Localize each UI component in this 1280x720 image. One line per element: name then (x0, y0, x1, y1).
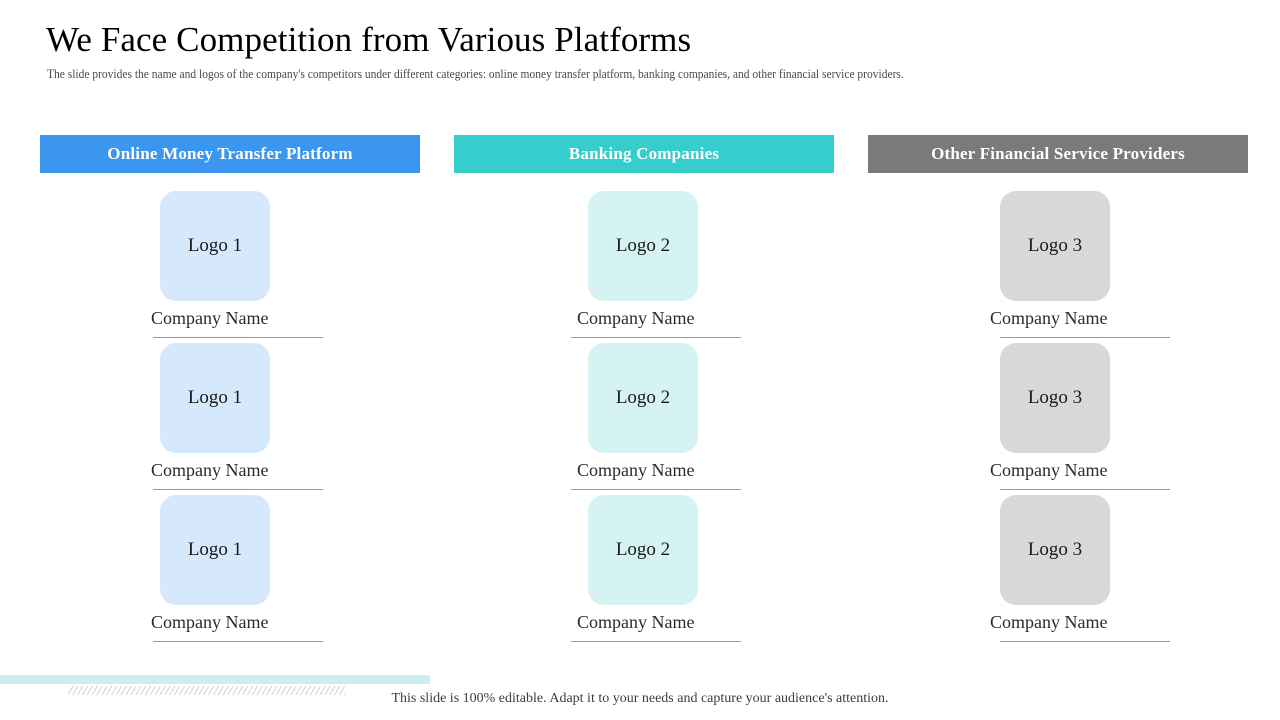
logo-placeholder[interactable]: Logo 2 (588, 191, 698, 301)
company-name-label: Company Name (151, 460, 269, 480)
logo-placeholder[interactable]: Logo 1 (160, 191, 270, 301)
column-header-0: Online Money Transfer Platform (40, 135, 420, 173)
page-title: We Face Competition from Various Platfor… (46, 20, 692, 59)
divider (1000, 489, 1170, 490)
list-item[interactable]: Logo 3 Company Name (868, 191, 1248, 343)
list-item[interactable]: Logo 2 Company Name (454, 343, 834, 495)
company-name-label: Company Name (990, 612, 1108, 632)
divider (571, 337, 741, 338)
category-column-online-money-transfer: Online Money Transfer Platform Logo 1 Co… (40, 135, 420, 647)
company-name-label: Company Name (577, 460, 695, 480)
category-column-banking-companies: Banking Companies Logo 2 Company Name Lo… (454, 135, 834, 647)
company-name-label: Company Name (990, 308, 1108, 328)
list-item[interactable]: Logo 3 Company Name (868, 495, 1248, 647)
column-body-0: Logo 1 Company Name Logo 1 Company Name … (40, 191, 420, 647)
divider (1000, 641, 1170, 642)
list-item[interactable]: Logo 1 Company Name (40, 495, 420, 647)
divider (571, 641, 741, 642)
list-item[interactable]: Logo 2 Company Name (454, 495, 834, 647)
column-body-1: Logo 2 Company Name Logo 2 Company Name … (454, 191, 834, 647)
logo-placeholder[interactable]: Logo 1 (160, 343, 270, 453)
company-name-label: Company Name (990, 460, 1108, 480)
list-item[interactable]: Logo 3 Company Name (868, 343, 1248, 495)
divider (1000, 337, 1170, 338)
category-column-other-financial-service-providers: Other Financial Service Providers Logo 3… (868, 135, 1248, 647)
logo-placeholder[interactable]: Logo 3 (1000, 495, 1110, 605)
logo-placeholder[interactable]: Logo 2 (588, 495, 698, 605)
divider (153, 489, 323, 490)
logo-placeholder[interactable]: Logo 1 (160, 495, 270, 605)
company-name-label: Company Name (151, 612, 269, 632)
page-subtitle: The slide provides the name and logos of… (47, 67, 904, 81)
column-header-2: Other Financial Service Providers (868, 135, 1248, 173)
column-body-2: Logo 3 Company Name Logo 3 Company Name … (868, 191, 1248, 647)
divider (153, 337, 323, 338)
company-name-label: Company Name (151, 308, 269, 328)
logo-placeholder[interactable]: Logo 3 (1000, 191, 1110, 301)
divider (571, 489, 741, 490)
footer-note: This slide is 100% editable. Adapt it to… (391, 691, 889, 706)
decorative-accent-bar (0, 675, 430, 684)
list-item[interactable]: Logo 1 Company Name (40, 343, 420, 495)
logo-placeholder[interactable]: Logo 2 (588, 343, 698, 453)
decorative-hatch-band (68, 686, 345, 695)
company-name-label: Company Name (577, 308, 695, 328)
list-item[interactable]: Logo 1 Company Name (40, 191, 420, 343)
logo-placeholder[interactable]: Logo 3 (1000, 343, 1110, 453)
company-name-label: Company Name (577, 612, 695, 632)
divider (153, 641, 323, 642)
column-header-1: Banking Companies (454, 135, 834, 173)
list-item[interactable]: Logo 2 Company Name (454, 191, 834, 343)
